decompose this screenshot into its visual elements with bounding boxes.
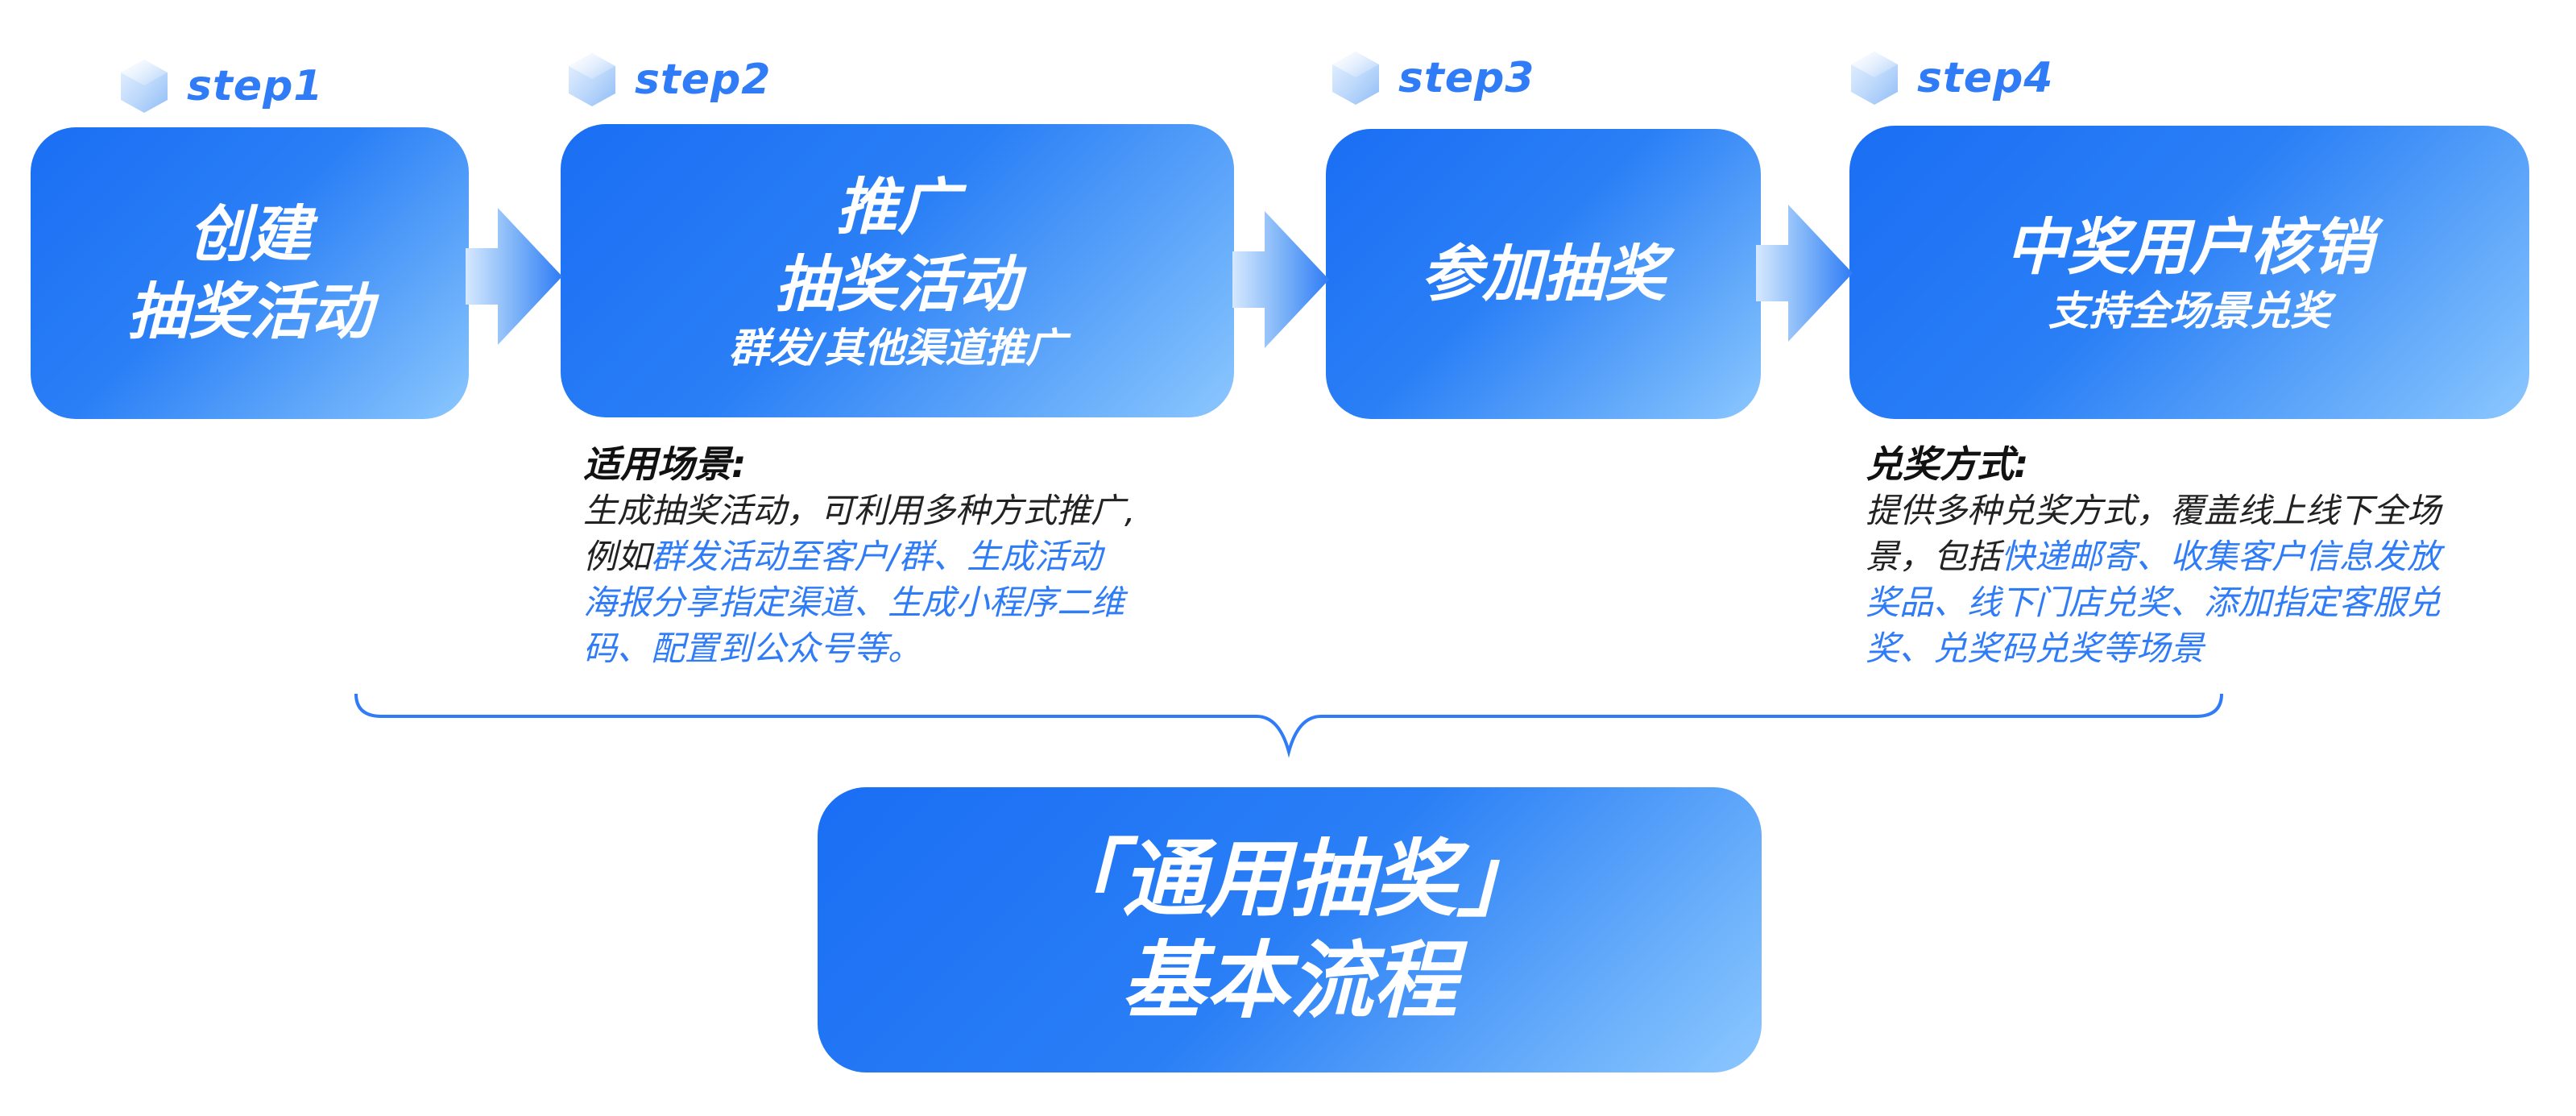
step-card-4: 中奖用户核销 支持全场景兑奖 [1849,126,2529,419]
step-title: 推广 抽奖活动 [775,171,1020,320]
step-tag-4: step4 [1846,50,2053,106]
step-subtitle: 支持全场景兑奖 [2048,288,2330,334]
note-line: 提供多种兑奖方式，覆盖线上线下全场 [1866,487,2534,533]
step-card-3: 参加抽奖 [1326,129,1761,419]
step-title: 参加抽奖 [1421,238,1666,309]
step-label: step4 [1917,54,2054,102]
note-heading: 适用场景: [583,442,747,486]
main-title-line1: 「通用抽奖」 [1037,830,1541,928]
note-line: 奖品、线下门店兑奖、添加指定客服兑 [1866,579,2534,625]
note-highlight-text: 奖品、线下门店兑奖、添加指定客服兑 [1866,583,2441,622]
scenario-note: 适用场景: 生成抽奖活动，可利用多种方式推广,例如群发活动至客户/群、生成活动海… [583,442,1244,671]
step-card-2: 推广 抽奖活动 群发/其他渠道推广 [561,124,1234,417]
step-tag-1: step1 [116,58,323,114]
step-label: step1 [187,62,324,110]
step-label: step3 [1398,54,1535,102]
arrow-right-icon [466,208,562,345]
note-line: 例如群发活动至客户/群、生成活动 [583,533,1244,579]
note-line: 码、配置到公众号等。 [583,625,1244,671]
note-highlight-text: 群发活动至客户/群、生成活动 [651,537,1103,576]
redeem-note: 兑奖方式: 提供多种兑奖方式，覆盖线上线下全场景，包括快递邮寄、收集客户信息发放… [1866,442,2534,671]
note-line: 景，包括快递邮寄、收集客户信息发放 [1866,533,2534,579]
note-body: 提供多种兑奖方式，覆盖线上线下全场景，包括快递邮寄、收集客户信息发放奖品、线下门… [1866,487,2534,671]
note-line: 生成抽奖活动，可利用多种方式推广, [583,487,1244,533]
main-title-card: 「通用抽奖」 基本流程 [818,787,1762,1072]
note-highlight-text: 海报分享指定渠道、生成小程序二维 [583,583,1125,622]
note-text: 景，包括 [1866,537,2002,576]
step-tag-2: step2 [564,52,771,108]
hexagon-icon [1332,52,1379,105]
note-line: 奖、兑奖码兑奖等场景 [1866,625,2534,671]
note-highlight-text: 码、配置到公众号等。 [583,629,922,668]
note-text: 提供多种兑奖方式，覆盖线上线下全场 [1866,491,2441,530]
step-subtitle: 群发/其他渠道推广 [728,325,1066,371]
step-title: 创建 抽奖活动 [127,198,372,347]
hexagon-icon [569,53,615,106]
hexagon-icon [1851,52,1898,105]
step-tag-3: step3 [1327,50,1534,106]
note-text: 生成抽奖活动，可利用多种方式推广, [583,491,1136,530]
main-title-line2: 基本流程 [1121,931,1457,1030]
hexagon-icon [121,60,168,113]
step-title: 中奖用户核销 [2006,211,2373,283]
note-line: 海报分享指定渠道、生成小程序二维 [583,579,1244,625]
step-label: step2 [635,56,772,104]
arrow-right-icon [1756,205,1853,342]
note-highlight-text: 快递邮寄、收集客户信息发放 [2001,537,2441,576]
arrow-right-icon [1232,211,1329,348]
note-body: 生成抽奖活动，可利用多种方式推广,例如群发活动至客户/群、生成活动海报分享指定渠… [583,487,1244,671]
note-highlight-text: 奖、兑奖码兑奖等场景 [1866,629,2205,668]
note-text: 例如 [583,537,652,576]
step-card-1: 创建 抽奖活动 [31,127,469,419]
note-heading: 兑奖方式: [1866,442,2029,486]
curly-brace [354,693,2223,758]
